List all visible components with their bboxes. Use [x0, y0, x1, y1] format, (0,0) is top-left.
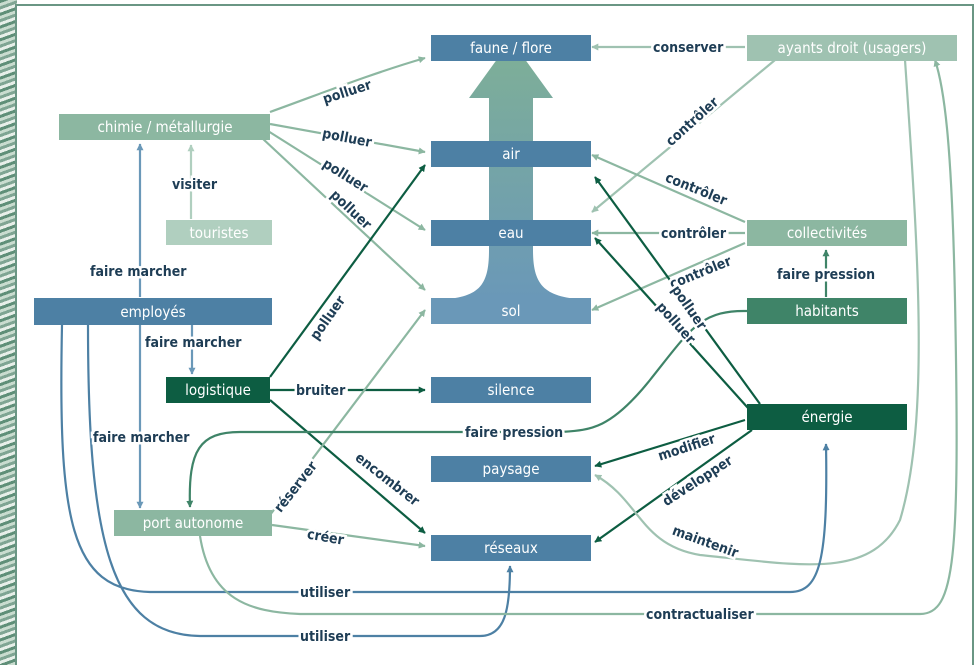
node-touristes: touristes [166, 220, 272, 245]
svg-text:air: air [502, 145, 520, 163]
edge-ayants-eau [591, 59, 776, 213]
label-polluer-faune: polluer [321, 77, 374, 108]
label-contractualiser: contractualiser [646, 607, 754, 623]
svg-text:sol: sol [501, 302, 520, 320]
svg-text:habitants: habitants [795, 302, 859, 320]
decorative-texture-strip [0, 0, 17, 665]
svg-text:faune / flore: faune / flore [470, 39, 552, 57]
svg-text:eau: eau [498, 224, 523, 242]
node-habitants: habitants [747, 298, 907, 324]
edge-employes-reseaux [86, 324, 514, 638]
label-controler-eau: contrôler [661, 226, 727, 242]
svg-text:réseaux: réseaux [484, 539, 538, 557]
edge-chimie-eau [267, 130, 426, 231]
label-creer: créer [306, 527, 346, 549]
edge-chimie-faune [269, 56, 426, 114]
svg-text:ayants droit (usagers): ayants droit (usagers) [778, 39, 927, 57]
edge-habitants-port [186, 309, 748, 508]
node-faune-flore: faune / flore [431, 35, 591, 61]
label-polluer-eau: polluer [320, 156, 372, 196]
node-sol: sol [431, 298, 591, 324]
svg-text:logistique: logistique [185, 381, 251, 399]
node-collectivites: collectivités [747, 220, 907, 246]
label-bruiter: bruiter [296, 383, 346, 399]
edge-energie-eau [594, 237, 749, 409]
label-controler-ayants: contrôler [663, 94, 723, 150]
svg-text:touristes: touristes [189, 224, 248, 242]
edge-port-reseaux [271, 523, 426, 549]
svg-text:employés: employés [120, 303, 185, 321]
label-visiter: visiter [172, 177, 218, 193]
node-paysage: paysage [431, 456, 591, 482]
svg-text:chimie / métallurgie: chimie / métallurgie [97, 118, 232, 136]
edge-energie-paysage [594, 418, 746, 468]
label-polluer-air: polluer [321, 126, 374, 151]
label-utiliser-energie: utiliser [300, 585, 351, 601]
label-faire-marcher-chimie: faire marcher [90, 264, 187, 280]
edge-employes-energie [60, 324, 830, 594]
node-silence: silence [431, 377, 591, 403]
svg-text:collectivités: collectivités [787, 224, 867, 242]
label-faire-pression-habitants: faire pression [777, 267, 875, 283]
svg-text:énergie: énergie [801, 408, 852, 426]
svg-text:silence: silence [487, 381, 534, 399]
node-energie: énergie [747, 404, 907, 430]
edge-chimie-sol [261, 137, 426, 291]
edge-energie-reseaux [594, 429, 753, 543]
svg-text:paysage: paysage [483, 460, 540, 478]
edge-chimie-air [269, 122, 426, 155]
label-reserver: réserver [271, 458, 321, 516]
node-air: air [431, 141, 591, 167]
node-eau: eau [431, 220, 591, 246]
label-faire-marcher-logistique: faire marcher [145, 335, 242, 351]
central-upward-arrow [435, 40, 591, 300]
edge-logistique-reseaux [269, 399, 426, 534]
node-reseaux: réseaux [431, 535, 591, 561]
label-conserver: conserver [653, 40, 724, 56]
edge-collectivites-air [591, 153, 746, 224]
node-ayants-droit: ayants droit (usagers) [747, 35, 957, 61]
node-port-autonome: port autonome [114, 510, 272, 536]
edge-ayants-paysage [594, 59, 920, 566]
label-faire-marcher-port: faire marcher [93, 430, 190, 446]
node-employes: employés [34, 298, 272, 325]
edge-logistique-air [269, 164, 426, 378]
node-logistique: logistique [166, 377, 270, 403]
edge-port-sol [269, 309, 426, 516]
label-faire-pression-port: faire pression [465, 425, 563, 441]
node-chimie-metallurgie: chimie / métallurgie [59, 114, 270, 140]
edge-energie-air [594, 176, 761, 405]
svg-text:port autonome: port autonome [143, 514, 244, 532]
label-utiliser-reseaux: utiliser [300, 629, 351, 645]
edge-port-ayants [198, 59, 958, 616]
